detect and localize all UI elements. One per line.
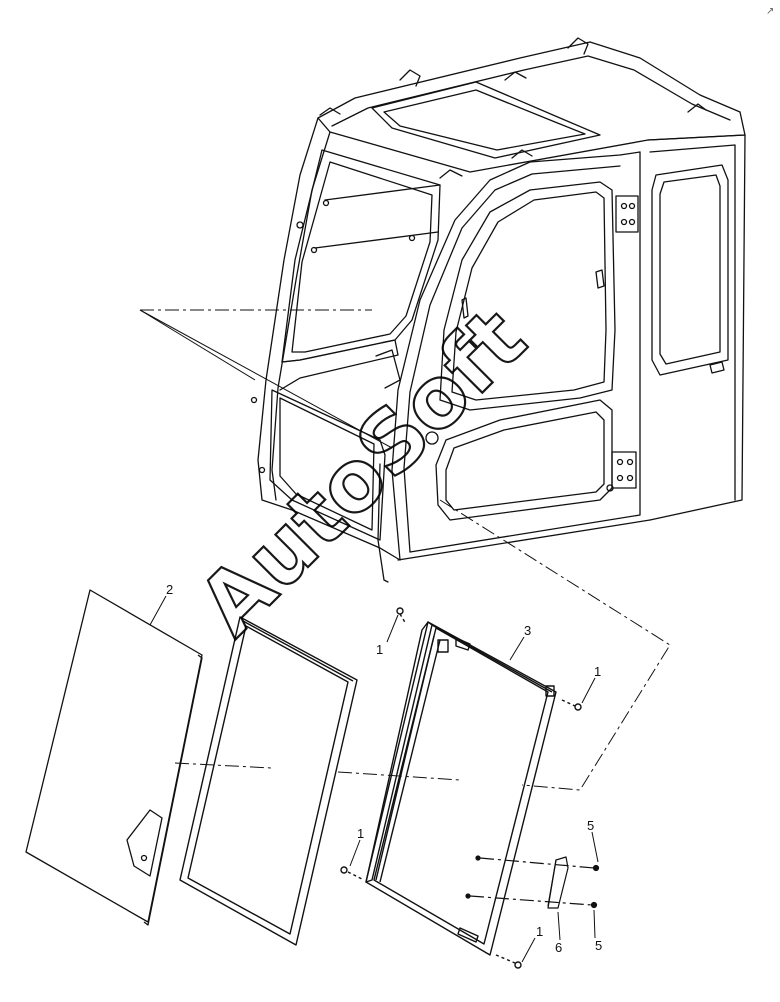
watermark-text: AutoSoft — [180, 290, 545, 655]
callout-labels: 2 1 3 1 1 1 5 5 6 — [166, 582, 602, 955]
window-frame-part — [340, 607, 582, 969]
corner-mark: ↗ — [766, 6, 774, 17]
callout-3: 3 — [524, 623, 531, 638]
callout-1-right: 1 — [594, 664, 601, 679]
leader-lines — [139, 309, 671, 791]
callout-leaders — [149, 595, 599, 963]
callout-1-left: 1 — [357, 826, 364, 841]
callout-2: 2 — [166, 582, 173, 597]
callout-5-top: 5 — [587, 818, 594, 833]
callout-1-bottom: 1 — [536, 924, 543, 939]
rubber-seal-part — [179, 616, 358, 946]
callout-1-top: 1 — [376, 642, 383, 657]
callout-6: 6 — [555, 940, 562, 955]
latch-and-screws — [465, 855, 600, 909]
callout-5-bottom: 5 — [595, 938, 602, 953]
operator-cab-drawing — [250, 37, 746, 583]
glass-pane-part — [25, 589, 203, 926]
